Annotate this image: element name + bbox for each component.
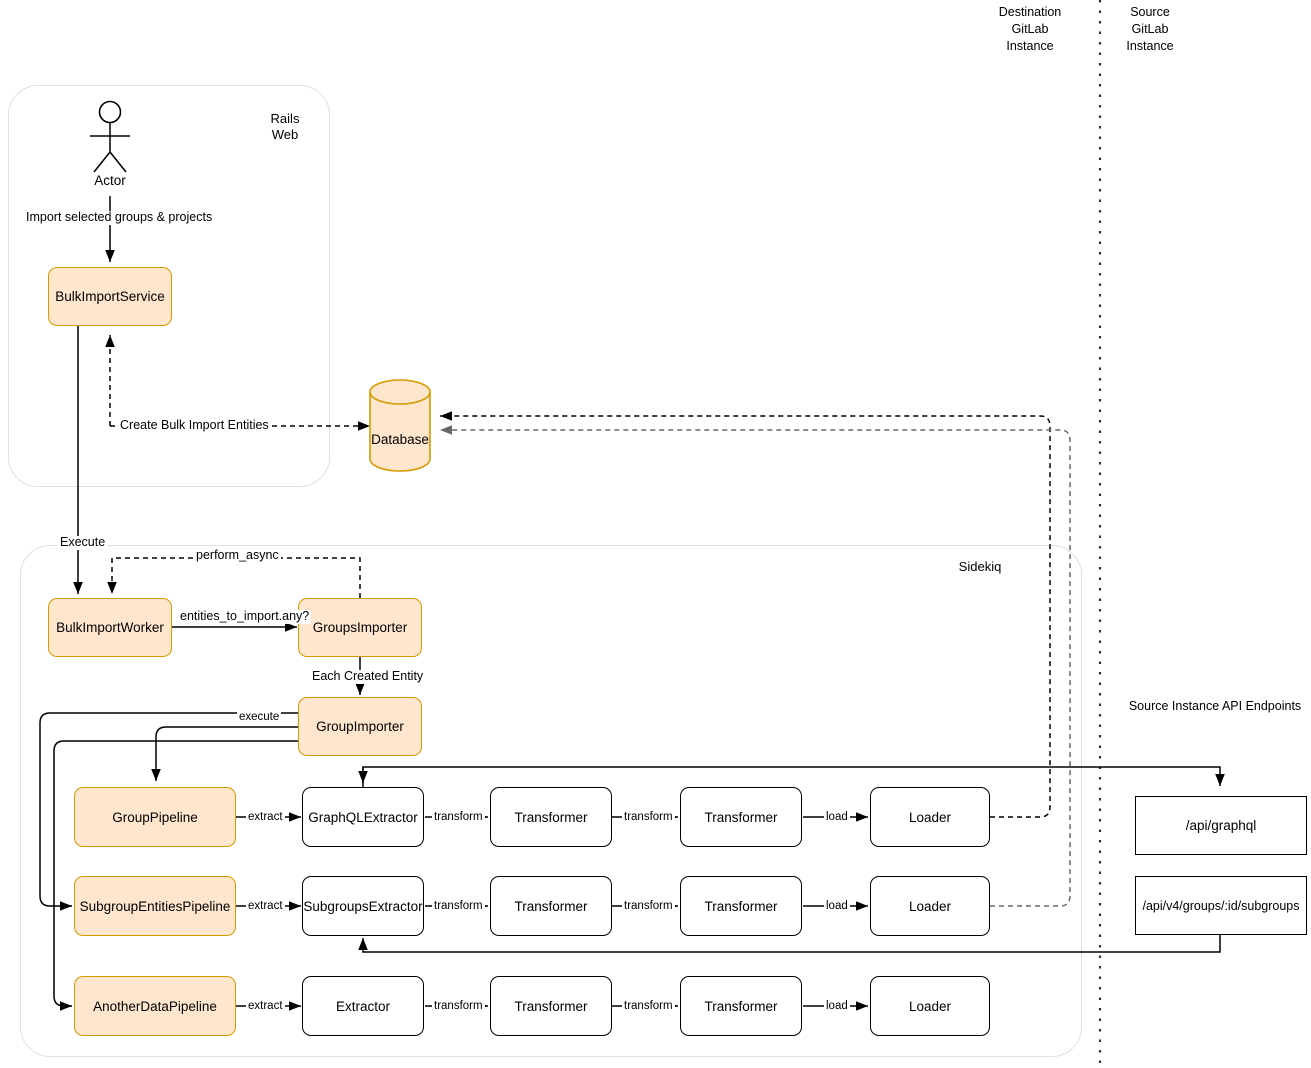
rails-web-label: Rails Web [270,111,300,143]
edge-label-load-r3: load [824,1000,850,1013]
node-loader-r2[interactable]: Loader [870,876,990,936]
edge-label-perform-async: perform_async [194,548,281,563]
node-database-label: Database [371,432,429,447]
node-transformer-r3-c1[interactable]: Transformer [490,976,612,1036]
node-another-data-pipeline[interactable]: AnotherDataPipeline [74,976,236,1036]
node-api-subgroups[interactable]: /api/v4/groups/:id/subgroups [1135,876,1307,935]
edge-label-extract-r3: extract [246,1000,285,1013]
node-transformer-r3-c2[interactable]: Transformer [680,976,802,1036]
node-transformer-r2-c1[interactable]: Transformer [490,876,612,936]
node-extractor[interactable]: Extractor [302,976,424,1036]
node-graphql-extractor[interactable]: GraphQLExtractor [302,787,424,847]
node-loader-r1[interactable]: Loader [870,787,990,847]
zone-source-label: Source GitLab Instance [1126,5,1174,53]
node-bulk-import-worker[interactable]: BulkImportWorker [48,598,172,657]
node-transformer-r1-c2[interactable]: Transformer [680,787,802,847]
node-group-importer[interactable]: GroupImporter [298,697,422,756]
edge-label-transform-r1-a: transform [432,811,485,824]
api-endpoints-title: Source Instance API Endpoints [1128,699,1302,713]
node-transformer-r1-c1[interactable]: Transformer [490,787,612,847]
edge-label-transform-r2-b: transform [622,900,675,913]
edge-label-load-r2: load [824,900,850,913]
edge-label-transform-r2-a: transform [432,900,485,913]
node-subgroups-extractor[interactable]: SubgroupsExtractor [302,876,424,936]
node-api-graphql[interactable]: /api/graphql [1135,796,1307,855]
actor-label: Actor [94,172,126,188]
edge-label-entities-to-import: entities_to_import.any? [178,609,312,624]
edge-label-transform-r1-b: transform [622,811,675,824]
edge-label-each-created-entity: Each Created Entity [310,669,426,684]
edge-label-import-selected: Import selected groups & projects [24,210,215,225]
edge-label-extract-r1: extract [246,811,285,824]
edge-label-execute-top: Execute [58,535,108,550]
edge-label-load-r1: load [824,811,850,824]
zone-destination-label: Destination GitLab Instance [998,5,1062,53]
node-groups-importer[interactable]: GroupsImporter [298,598,422,657]
edge-label-extract-r2: extract [246,900,285,913]
edge-label-execute: execute [237,711,282,724]
node-bulk-import-service[interactable]: BulkImportService [48,267,172,326]
node-subgroup-entities-pipeline[interactable]: SubgroupEntitiesPipeline [74,876,236,936]
rails-web-container [8,85,330,487]
node-group-pipeline[interactable]: GroupPipeline [74,787,236,847]
sidekiq-label: Sidekiq [958,559,1002,574]
edge-label-transform-r3-a: transform [432,1000,485,1013]
node-transformer-r2-c2[interactable]: Transformer [680,876,802,936]
edge-label-transform-r3-b: transform [622,1000,675,1013]
node-loader-r3[interactable]: Loader [870,976,990,1036]
edge-label-create-bulk-import-entities: Create Bulk Import Entities [118,418,271,433]
